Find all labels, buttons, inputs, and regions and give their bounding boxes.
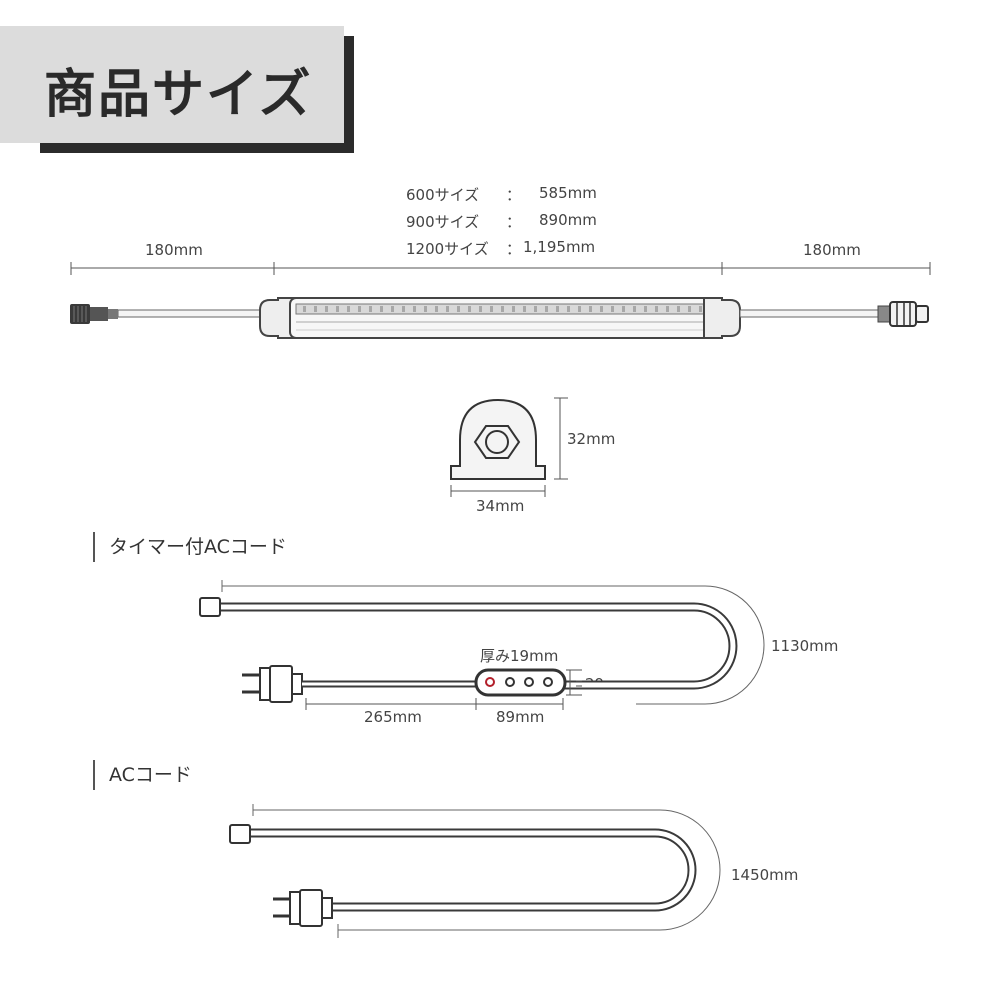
timer-box [474, 668, 567, 697]
spec-size-1200: 1200サイズ [406, 238, 489, 259]
timer-red-button [485, 677, 495, 687]
cross-section-profile [450, 397, 568, 497]
spec-label: 900サイズ [406, 213, 480, 231]
title-box [0, 26, 344, 143]
plug-to-box-length: 265mm [364, 708, 422, 726]
cross-section-width: 34mm [476, 497, 525, 515]
right-connector-icon [877, 301, 929, 327]
spec-length-900: 890mm [539, 211, 597, 229]
timer-box-length: 89mm [496, 708, 545, 726]
plug-icon [242, 665, 303, 703]
spec-length-1200: 1,195mm [523, 238, 596, 256]
left-connector-icon [70, 304, 118, 324]
spec-sep-900: ： [506, 213, 522, 231]
spec-size-900: 900サイズ [406, 211, 479, 232]
right-cable-length: 180mm [803, 241, 861, 259]
section-ac-cord: ACコード [93, 760, 192, 790]
light-bar [70, 297, 929, 339]
page-title: 商品サイズ [44, 65, 313, 125]
spec-sep-1200: ： [506, 240, 522, 258]
spec-label: 600サイズ [406, 186, 480, 204]
section-timer-cord: タイマー付ACコード [93, 532, 287, 562]
spec-size-600: 600サイズ [406, 184, 479, 205]
spec-label: 1200サイズ [406, 240, 489, 258]
led-row [303, 306, 702, 312]
spec-length-600: 585mm [539, 184, 597, 202]
timer-cord-total-length: 1130mm [771, 637, 839, 655]
cross-section-height: 32mm [567, 430, 616, 448]
bar-dimension-line [70, 262, 931, 275]
ac-cord-total-length: 1450mm [731, 866, 799, 884]
timer-thickness: 厚み19mm [480, 647, 559, 665]
ac-cord-diagram [229, 804, 721, 938]
timer-cord-diagram [199, 580, 765, 710]
left-cable-length: 180mm [145, 241, 203, 259]
spec-sep-600: ： [506, 186, 522, 204]
ac-plug-icon [273, 889, 333, 927]
